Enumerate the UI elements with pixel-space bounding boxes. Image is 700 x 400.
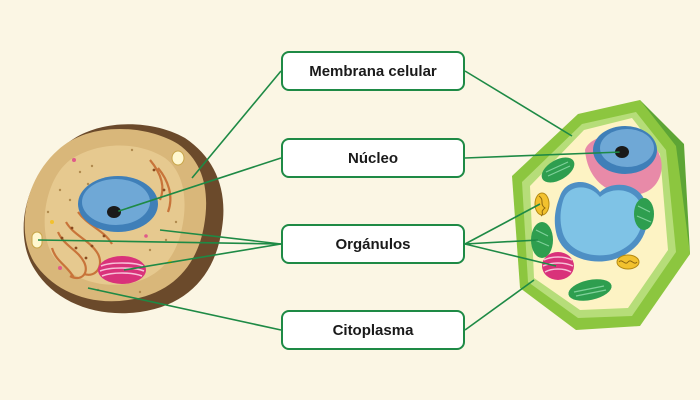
label-membrana-celular: Membrana celular [281,51,465,91]
connector-dot [113,209,119,215]
connector-endpoints [113,149,625,215]
animal-vesicle [171,150,185,166]
connector-nucleo-animal [115,157,282,213]
plant-chloroplast [541,157,575,183]
connector-organulos-plant-2 [464,239,539,245]
label-nucleo: Núcleo [281,138,465,178]
plant-chloroplast [568,279,612,301]
connector-citoplasma-plant [464,279,535,331]
connector-organulos-animal-1 [37,239,282,245]
label-organulos: Orgánulos [281,224,465,264]
label-citoplasma-text: Citoplasma [332,321,414,339]
animal-color-dots [50,158,172,270]
plant-chloroplast [531,222,553,258]
er-ribosomes [60,168,166,260]
connector-citoplasma-animal [87,287,282,331]
connector-membrana-plant [464,70,573,137]
label-membrana-celular-text: Membrana celular [309,62,437,80]
plant-chloroplast [634,198,654,230]
plant-vacuole-inner [560,187,643,256]
animal-nucleus [82,179,150,225]
connector-nucleo-plant [464,151,623,159]
connector-organulos-animal-2 [159,229,282,245]
connector-organulos-animal-3 [123,243,282,271]
plant-mitochondrion [616,254,640,270]
connector-organulos-plant-1 [464,203,541,245]
animal-golgi [98,256,146,284]
label-citoplasma: Citoplasma [281,310,465,350]
connector-lines [37,70,623,331]
plant-cell [512,100,690,330]
label-nucleo-text: Núcleo [347,149,398,167]
animal-cell [23,124,224,314]
plant-golgi-stack [542,252,574,280]
connector-organulos-plant-3 [464,243,557,267]
plant-mitochondrion [534,192,550,217]
label-organulos-text: Orgánulos [335,235,411,253]
connector-dot [619,149,625,155]
connector-membrana-animal [191,70,282,179]
